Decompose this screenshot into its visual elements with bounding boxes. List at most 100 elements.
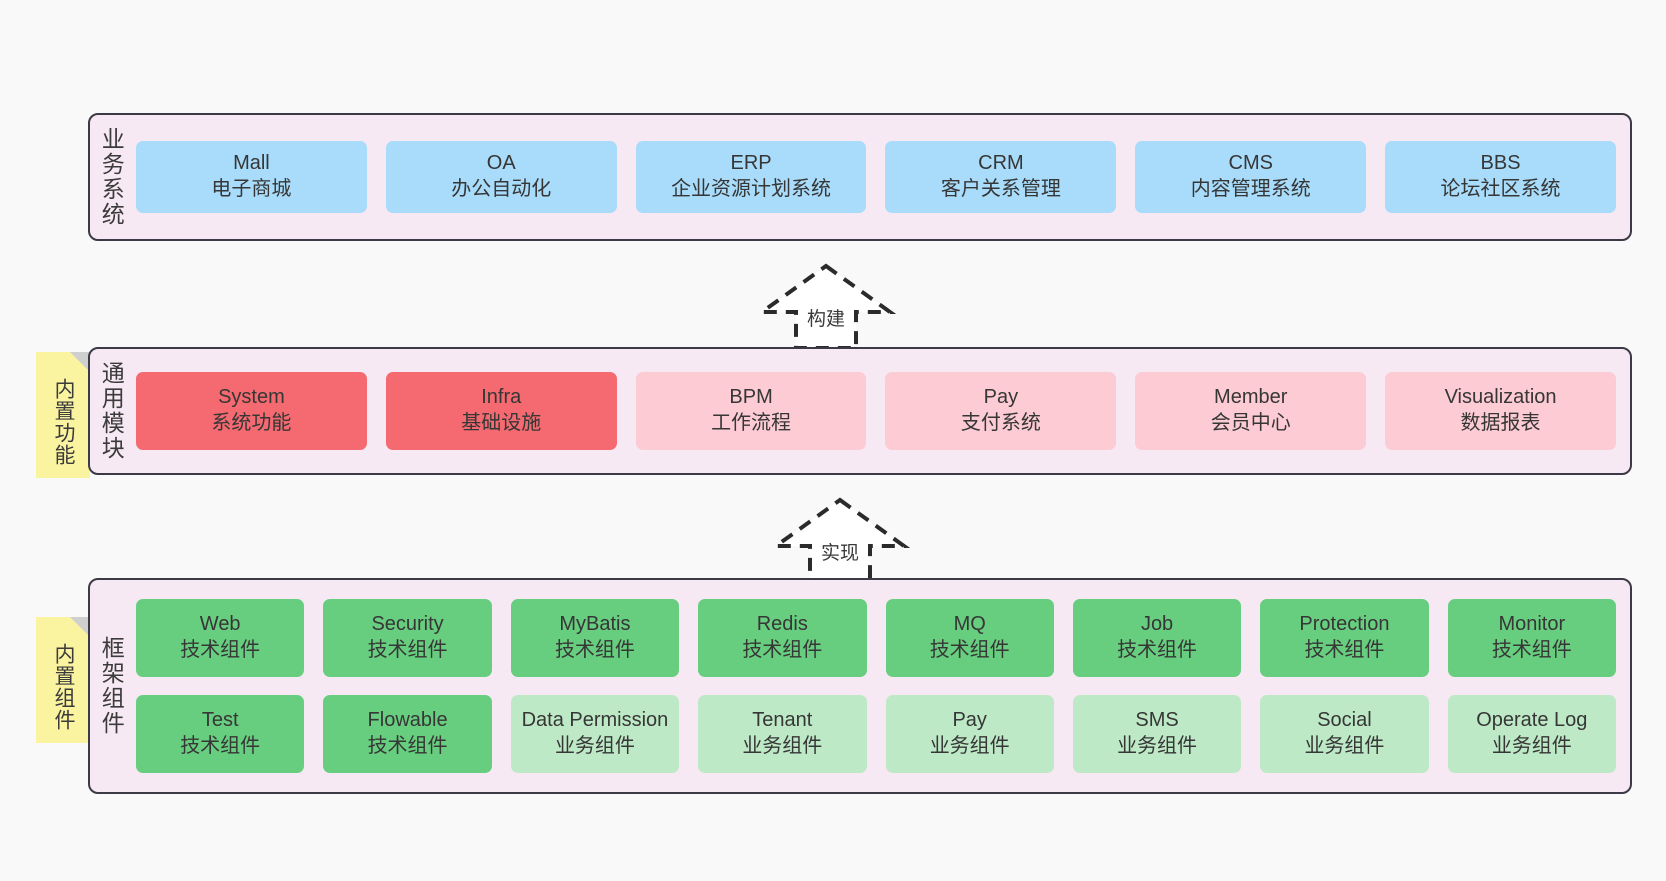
box-job-en: Job	[1140, 613, 1174, 636]
layer-title-business-system: 业务系统	[98, 127, 125, 227]
box-data-permission-en: Data Permission	[521, 709, 669, 732]
box-pay-component[interactable]: Pay 业务组件	[885, 695, 1054, 773]
box-cms-en: CMS	[1228, 152, 1273, 175]
box-visualization[interactable]: Visualization 数据报表	[1385, 372, 1616, 450]
box-oa[interactable]: OA 办公自动化	[385, 141, 617, 213]
box-bpm[interactable]: BPM 工作流程	[635, 372, 867, 450]
box-web-en: Web	[199, 613, 241, 636]
box-sms-cn: 业务组件	[1117, 735, 1198, 757]
box-crm[interactable]: CRM 客户关系管理	[885, 141, 1117, 213]
box-monitor-cn: 技术组件	[1491, 639, 1572, 661]
box-web-cn: 技术组件	[180, 639, 261, 661]
box-erp-en: ERP	[730, 152, 772, 175]
box-test-en: Test	[201, 709, 239, 732]
box-system-en: System	[218, 386, 285, 409]
layer-business-system: 业务系统 Mall 电子商城 OA 办公自动化 ERP 企业资源计划系统 CRM…	[88, 113, 1632, 241]
box-pay-module-cn: 支付系统	[960, 412, 1041, 434]
box-cms[interactable]: CMS 内容管理系统	[1135, 141, 1367, 213]
box-infra-cn: 基础设施	[461, 412, 542, 434]
box-mybatis-en: MyBatis	[559, 613, 631, 636]
row-common-modules: System 系统功能 Infra 基础设施 BPM 工作流程 Pay 支付系统…	[136, 372, 1616, 450]
box-tenant-cn: 业务组件	[742, 735, 823, 757]
box-cms-cn: 内容管理系统	[1190, 178, 1311, 200]
connector-implement: 实现	[770, 496, 910, 582]
box-monitor[interactable]: Monitor 技术组件	[1447, 599, 1616, 677]
box-job[interactable]: Job 技术组件	[1072, 599, 1242, 677]
box-sms[interactable]: SMS 业务组件	[1072, 695, 1242, 773]
box-system[interactable]: System 系统功能	[136, 372, 367, 450]
box-oa-cn: 办公自动化	[451, 178, 552, 200]
box-operate-log[interactable]: Operate Log 业务组件	[1447, 695, 1616, 773]
box-infra[interactable]: Infra 基础设施	[385, 372, 617, 450]
box-job-cn: 技术组件	[1117, 639, 1198, 661]
box-data-permission[interactable]: Data Permission 业务组件	[510, 695, 680, 773]
box-operate-log-en: Operate Log	[1476, 709, 1588, 732]
box-oa-en: OA	[486, 152, 516, 175]
box-redis-cn: 技术组件	[742, 639, 823, 661]
box-mall-en: Mall	[233, 152, 270, 175]
box-pay-module[interactable]: Pay 支付系统	[885, 372, 1117, 450]
box-member[interactable]: Member 会员中心	[1135, 372, 1367, 450]
box-erp[interactable]: ERP 企业资源计划系统	[635, 141, 867, 213]
layer-body-business-system: Mall 电子商城 OA 办公自动化 ERP 企业资源计划系统 CRM 客户关系…	[132, 115, 1630, 239]
box-bpm-en: BPM	[729, 386, 773, 409]
box-infra-en: Infra	[481, 386, 522, 409]
box-test-cn: 技术组件	[180, 735, 261, 757]
box-system-cn: 系统功能	[211, 412, 292, 434]
box-security[interactable]: Security 技术组件	[323, 599, 492, 677]
box-pay-component-en: Pay	[952, 709, 987, 732]
box-bbs-cn: 论坛社区系统	[1440, 178, 1561, 200]
box-redis[interactable]: Redis 技术组件	[698, 599, 867, 677]
box-member-cn: 会员中心	[1210, 412, 1291, 434]
box-protection[interactable]: Protection 技术组件	[1260, 599, 1429, 677]
note-builtin-features: 内置功能	[36, 352, 90, 478]
box-mq-en: MQ	[953, 613, 986, 636]
box-operate-log-cn: 业务组件	[1491, 735, 1572, 757]
note-builtin-components-label: 内置组件	[51, 643, 75, 731]
box-crm-en: CRM	[978, 152, 1024, 175]
box-mall[interactable]: Mall 电子商城	[136, 141, 367, 213]
box-member-en: Member	[1214, 386, 1288, 409]
layer-common-module: 通用模块 System 系统功能 Infra 基础设施 BPM 工作流程 Pay…	[88, 347, 1632, 475]
box-bbs-en: BBS	[1480, 152, 1521, 175]
connector-build: 构建	[756, 262, 896, 348]
row-business-systems: Mall 电子商城 OA 办公自动化 ERP 企业资源计划系统 CRM 客户关系…	[136, 141, 1616, 213]
box-crm-cn: 客户关系管理	[940, 178, 1061, 200]
box-tenant[interactable]: Tenant 业务组件	[698, 695, 867, 773]
box-social-en: Social	[1317, 709, 1372, 732]
box-bpm-cn: 工作流程	[711, 412, 792, 434]
box-social[interactable]: Social 业务组件	[1260, 695, 1429, 773]
box-web[interactable]: Web 技术组件	[136, 599, 305, 677]
box-mybatis-cn: 技术组件	[554, 639, 635, 661]
box-visualization-cn: 数据报表	[1460, 412, 1541, 434]
box-flowable-en: Flowable	[367, 709, 448, 732]
box-protection-cn: 技术组件	[1304, 639, 1385, 661]
layer-body-common-module: System 系统功能 Infra 基础设施 BPM 工作流程 Pay 支付系统…	[132, 349, 1630, 473]
layer-title-framework-component: 框架组件	[98, 636, 125, 736]
layer-title-common-module: 通用模块	[98, 361, 125, 461]
box-protection-en: Protection	[1299, 613, 1390, 636]
note-fold-corner-icon	[70, 352, 90, 372]
box-tenant-en: Tenant	[752, 709, 813, 732]
box-pay-component-cn: 业务组件	[929, 735, 1010, 757]
box-pay-module-en: Pay	[983, 386, 1019, 409]
box-security-cn: 技术组件	[367, 639, 448, 661]
box-erp-cn: 企业资源计划系统	[671, 178, 832, 200]
box-visualization-en: Visualization	[1444, 386, 1557, 409]
box-monitor-en: Monitor	[1498, 613, 1566, 636]
box-sms-en: SMS	[1135, 709, 1179, 732]
box-flowable-cn: 技术组件	[367, 735, 448, 757]
box-mq[interactable]: MQ 技术组件	[885, 599, 1054, 677]
row-business-components: Test 技术组件 Flowable 技术组件 Data Permission …	[136, 695, 1616, 773]
note-fold-corner-icon	[70, 617, 90, 637]
layer-framework-component: 框架组件 Web 技术组件 Security 技术组件 MyBatis 技术组件…	[88, 578, 1632, 794]
box-bbs[interactable]: BBS 论坛社区系统	[1385, 141, 1616, 213]
box-mybatis[interactable]: MyBatis 技术组件	[510, 599, 680, 677]
box-flowable[interactable]: Flowable 技术组件	[323, 695, 492, 773]
box-test[interactable]: Test 技术组件	[136, 695, 305, 773]
box-data-permission-cn: 业务组件	[554, 735, 635, 757]
box-mall-cn: 电子商城	[211, 178, 292, 200]
box-security-en: Security	[371, 613, 444, 636]
box-mq-cn: 技术组件	[929, 639, 1010, 661]
